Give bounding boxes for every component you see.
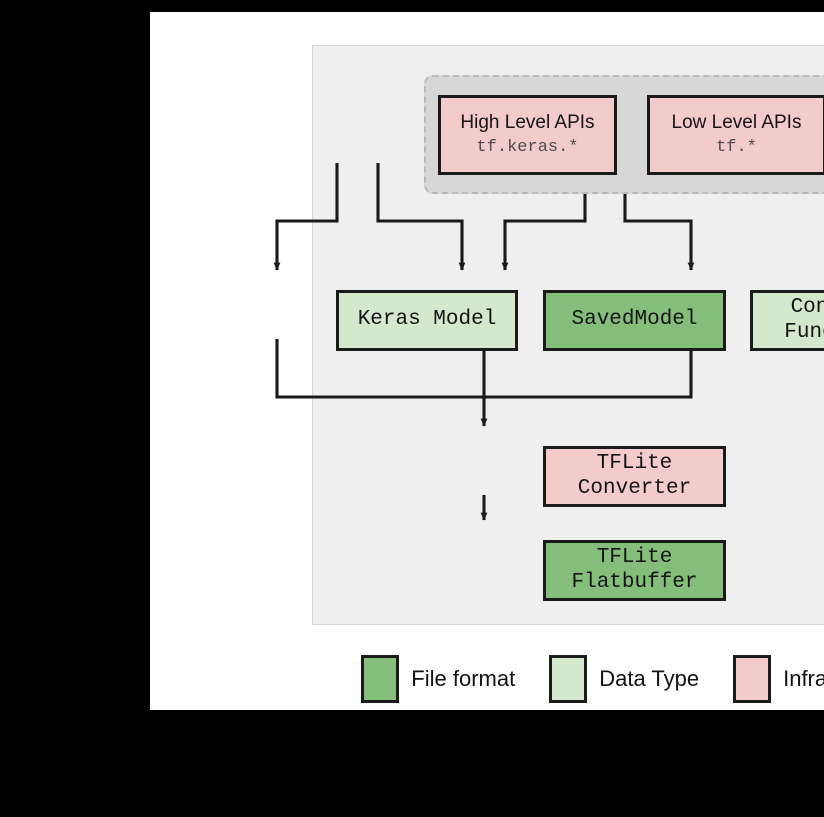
node-tflite-converter-title: TFLite Converter [577, 451, 692, 500]
node-tflite-flatbuffer[interactable]: TFLite Flatbuffer [543, 540, 726, 601]
legend-item-file-format: File format [361, 655, 515, 703]
node-savedmodel[interactable]: SavedModel [543, 290, 726, 351]
node-high-level-apis[interactable]: High Level APIs tf.keras.* [438, 95, 617, 175]
node-keras-model[interactable]: Keras Model [336, 290, 518, 351]
node-low-level-apis[interactable]: Low Level APIs tf.* [647, 95, 824, 175]
node-high-level-apis-subtitle: tf.keras.* [476, 137, 579, 157]
figure-card: High Level APIs tf.keras.* Low Level API… [150, 12, 824, 710]
node-tflite-flatbuffer-title: TFLite Flatbuffer [571, 545, 698, 594]
legend-swatch-infrastructure [733, 655, 772, 703]
node-low-level-apis-title: Low Level APIs [671, 112, 802, 134]
legend-label-data-type: Data Type [599, 666, 700, 691]
node-low-level-apis-subtitle: tf.* [716, 137, 757, 157]
node-savedmodel-title: SavedModel [571, 308, 698, 332]
node-concrete-functions-title: Concrete Functions [784, 295, 824, 344]
legend-swatch-file-format [361, 655, 400, 703]
node-high-level-apis-title: High Level APIs [460, 112, 595, 134]
legend-label-file-format: File format [411, 666, 516, 691]
legend-swatch-data-type [549, 655, 588, 703]
node-tflite-converter[interactable]: TFLite Converter [543, 446, 726, 507]
node-concrete-functions[interactable]: Concrete Functions [750, 290, 824, 351]
legend-item-infrastructure: Infrastructure [733, 655, 824, 703]
legend-item-data-type: Data Type [549, 655, 699, 703]
legend-label-infrastructure: Infrastructure [783, 666, 824, 691]
node-keras-model-title: Keras Model [357, 308, 497, 332]
legend: File format Data Type Infrastructure [312, 649, 824, 709]
